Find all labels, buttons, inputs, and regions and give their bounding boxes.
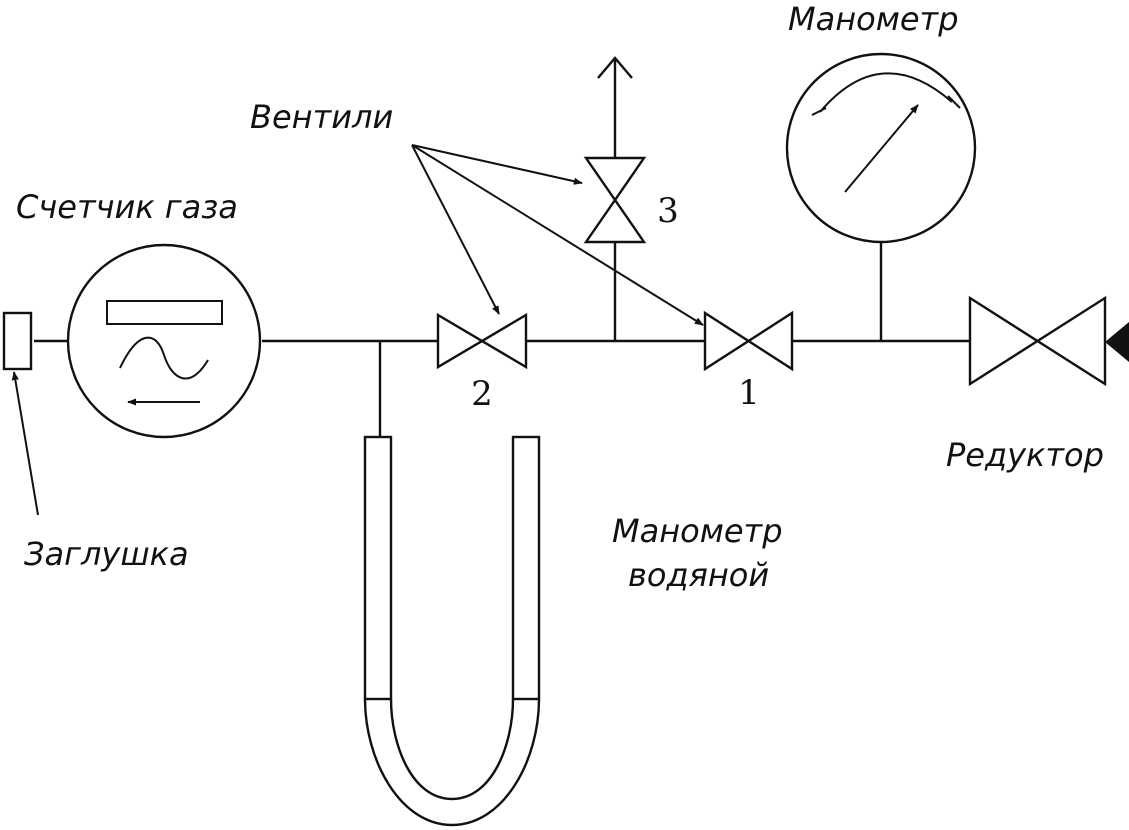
gas-meter-label: Счетчик газа xyxy=(16,188,238,226)
sine-wave-icon xyxy=(119,336,209,380)
water-manometer-label-line1: Манометр xyxy=(612,512,783,550)
water-manometer-right-tube xyxy=(511,435,541,701)
gas-meter xyxy=(66,243,262,439)
manometer-gauge xyxy=(785,52,977,341)
manometer-needle-icon xyxy=(844,104,919,193)
valve-3 xyxy=(583,156,647,244)
reducer xyxy=(968,295,1129,387)
water-manometer-label-line2: водяной xyxy=(628,556,769,594)
water-manometer xyxy=(363,341,541,827)
valves-pointers xyxy=(411,144,704,326)
valve-2-number: 2 xyxy=(471,374,493,414)
valve-3-number: 3 xyxy=(657,191,679,231)
plug-pointer xyxy=(11,371,39,516)
water-manometer-left-tube xyxy=(363,435,393,701)
vent-branch xyxy=(597,56,633,341)
manometer-dial xyxy=(785,52,977,244)
valves-label: Вентили xyxy=(250,98,393,136)
valve-1 xyxy=(703,310,794,372)
manometer-scale-arc xyxy=(819,72,953,113)
plug-label: Заглушка xyxy=(24,535,189,573)
inlet-arrow-icon xyxy=(1105,322,1129,362)
gas-meter-display xyxy=(106,300,223,325)
valve-1-number: 1 xyxy=(738,373,760,413)
valve-2 xyxy=(436,312,528,370)
manometer-label: Манометр xyxy=(788,0,959,38)
plug-cap xyxy=(2,311,33,371)
reducer-label: Редуктор xyxy=(946,436,1104,474)
gas-meter-body xyxy=(66,243,262,439)
